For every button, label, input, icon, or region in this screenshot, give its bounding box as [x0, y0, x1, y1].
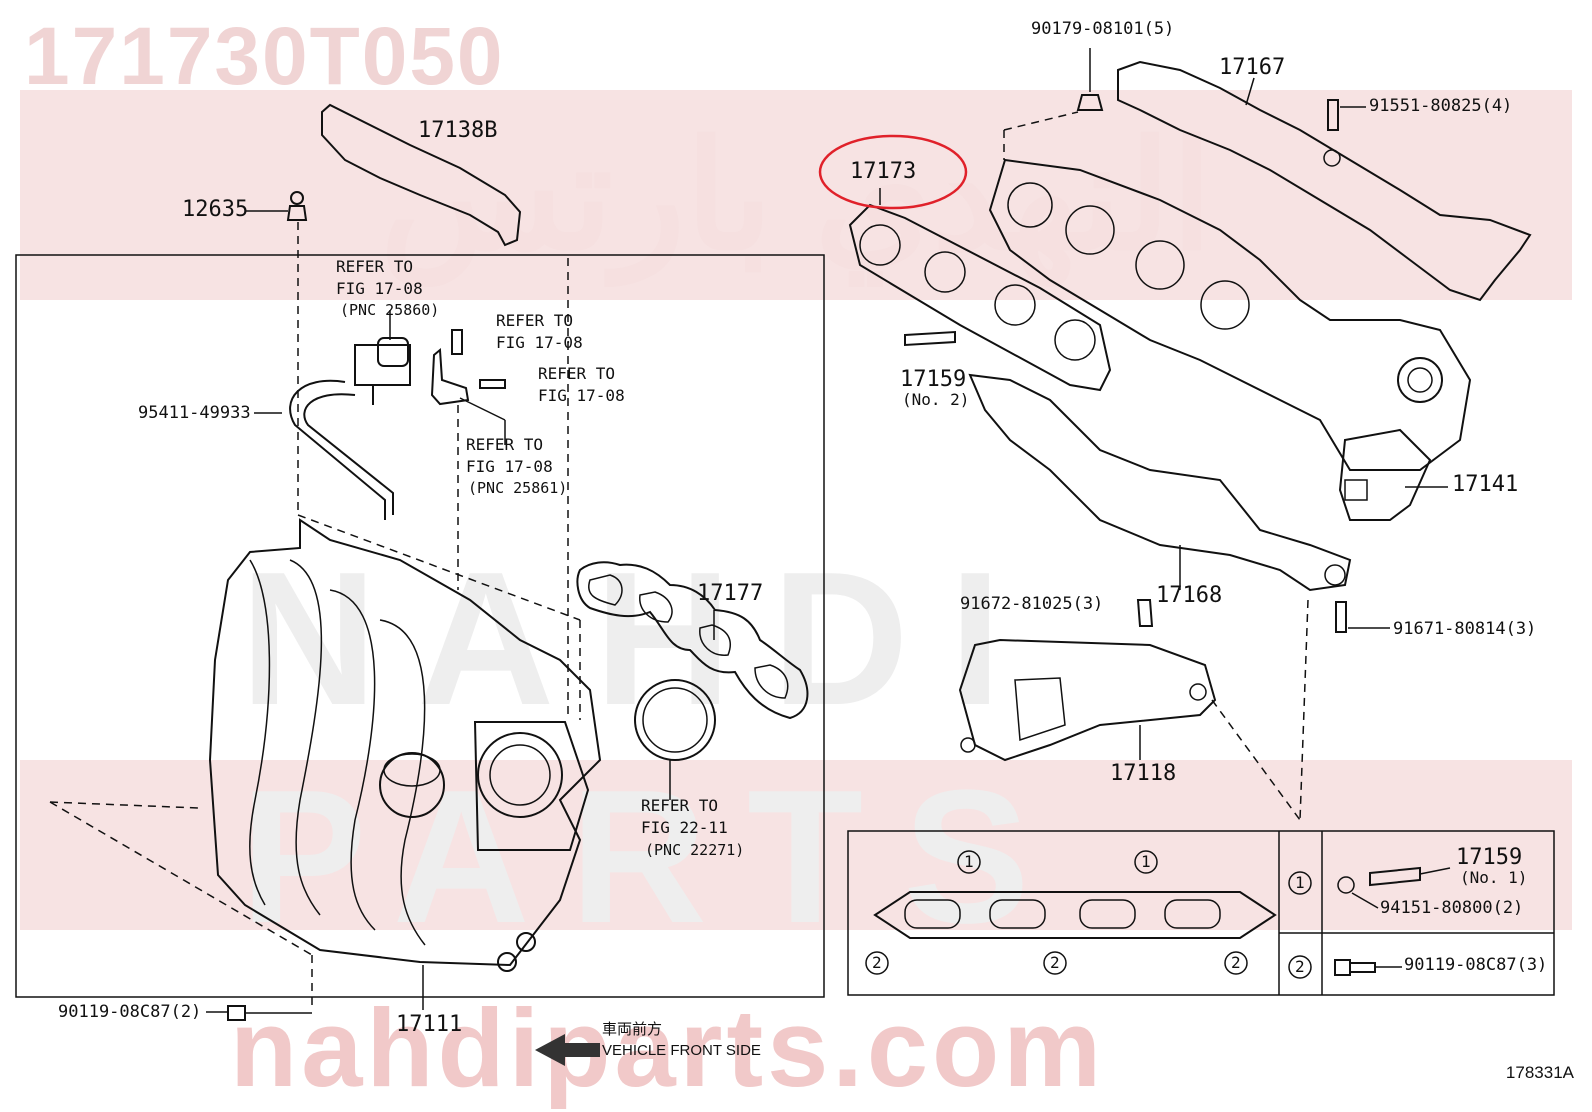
watermark-arabic: النهدي بارتس: [380, 112, 1213, 280]
label-refer-2211-fig: FIG 22-11: [641, 818, 728, 837]
label-refer-a-fig: FIG 17-08: [336, 279, 423, 298]
label-17138B: 17138B: [418, 118, 498, 143]
label-refer-d-fig: FIG 17-08: [466, 457, 553, 476]
label-17167: 17167: [1219, 55, 1286, 80]
label-refer-b-fig: FIG 17-08: [496, 333, 583, 352]
gasket-table-drawing: [873, 891, 1277, 939]
vsv-bracket: [430, 347, 470, 406]
heat-insulator-17168: [968, 373, 1352, 592]
callout-1b: [1134, 850, 1158, 874]
callout-2c: [1224, 951, 1248, 975]
callout-1a: [957, 850, 981, 874]
stud-17159-no2: [904, 330, 956, 347]
label-refer-d: REFER TO: [466, 435, 544, 454]
label-95411: 95411-49933: [138, 403, 251, 423]
label-17118: 17118: [1110, 761, 1177, 786]
label-17159-no1: 17159: [1456, 845, 1523, 870]
heat-insulator-17141: [1338, 428, 1432, 521]
label-pnc-25861: (PNC 25861): [468, 479, 568, 497]
label-17168: 17168: [1156, 583, 1223, 608]
label-90119-3: 90119-08C87(3): [1404, 955, 1548, 975]
callout-2b-text: 2: [1050, 953, 1060, 972]
callout-2a: [865, 951, 889, 975]
label-no1: (No. 1): [1460, 868, 1528, 887]
label-91671: 91671-80814(3): [1393, 619, 1537, 639]
label-pnc-25860: (PNC 25860): [340, 301, 440, 319]
label-94151: 94151-80800(2): [1380, 898, 1524, 918]
throttle-gasket: [634, 679, 716, 761]
stud-17159-no1: [1369, 866, 1421, 887]
nut-90179: [1076, 94, 1104, 111]
label-pnc-22271: (PNC 22271): [645, 841, 745, 859]
diagram-id: 178331A: [1505, 1063, 1574, 1082]
callout-2-row-text: 2: [1295, 957, 1305, 976]
label-12635: 12635: [182, 197, 249, 222]
callout-2a-text: 2: [872, 953, 882, 972]
label-90179: 90179-08101(5): [1031, 19, 1175, 39]
direction-en: VEHICLE FRONT SIDE: [602, 1042, 761, 1059]
hose-95411: [289, 379, 386, 520]
direction-jp: 車両前方: [602, 1021, 663, 1038]
label-90119-2: 90119-08C87(2): [58, 1002, 202, 1022]
highlight-circle: [818, 134, 968, 210]
label-refer-c-fig: FIG 17-08: [538, 386, 625, 405]
exhaust-gasket-17173: [848, 203, 1112, 392]
label-17173: 17173: [850, 159, 917, 184]
heat-insulator-17167: [1117, 60, 1532, 302]
exhaust-manifold: [988, 158, 1472, 471]
label-17159-no2: 17159: [900, 367, 967, 392]
intake-frame: [15, 254, 825, 998]
bracket-17138B: [321, 103, 522, 247]
label-no2: (No. 2): [902, 390, 970, 409]
label-refer-a: REFER TO: [336, 257, 414, 276]
callout-2b: [1043, 951, 1067, 975]
label-91672: 91672-81025(3): [960, 594, 1104, 614]
bracket-17118: [958, 638, 1217, 762]
callout-1-row: [1288, 871, 1312, 895]
callout-1-row-text: 1: [1295, 873, 1305, 892]
label-refer-b: REFER TO: [496, 311, 574, 330]
label-17111: 17111: [396, 1012, 463, 1037]
label-17141: 17141: [1452, 472, 1519, 497]
label-refer-2211: REFER TO: [641, 796, 719, 815]
callout-2-row: [1288, 955, 1312, 979]
page-title-part-number: 171730T050: [24, 11, 505, 102]
label-91551: 91551-80825(4): [1369, 96, 1513, 116]
label-refer-c: REFER TO: [538, 364, 616, 383]
label-17177: 17177: [697, 581, 764, 606]
watermark-domain: nahdiparts.com: [230, 987, 1106, 1110]
gasket-17177: [576, 561, 809, 720]
intake-manifold-17111: [208, 518, 602, 967]
stud-12635: [290, 191, 304, 205]
callout-2c-text: 2: [1231, 953, 1241, 972]
watermark-band-bottom: [20, 760, 1572, 930]
callout-1a-text: 1: [964, 852, 974, 871]
watermark-brand: NAHDI PARTS: [240, 533, 1070, 963]
gasket-table: [847, 830, 1555, 996]
callout-1b-text: 1: [1141, 852, 1151, 871]
throttle-body: [477, 732, 563, 818]
vsv-valve: [354, 344, 411, 386]
vehicle-front-arrow: [535, 1034, 600, 1066]
